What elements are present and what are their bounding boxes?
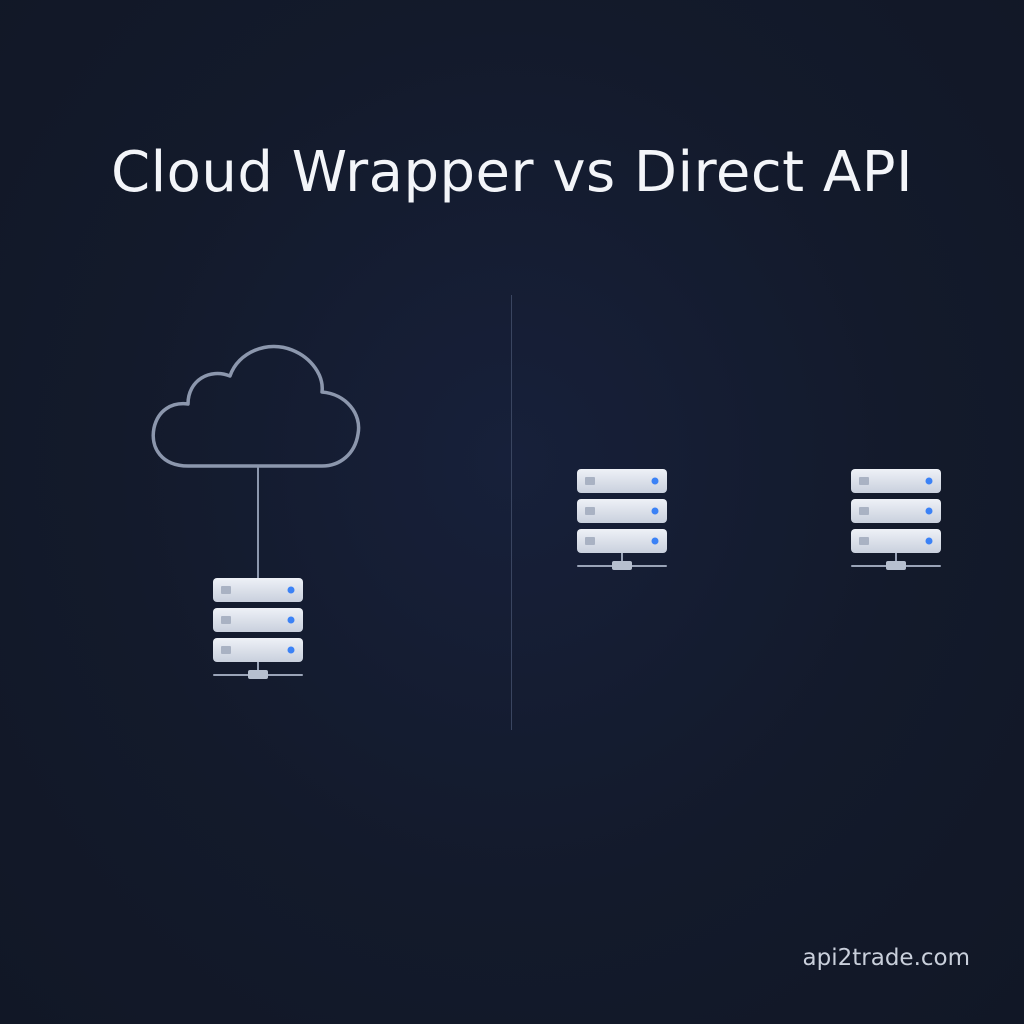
center-divider <box>511 295 512 730</box>
server-icon <box>577 469 667 570</box>
footer-brand: api2trade.com <box>802 945 970 971</box>
server-icon <box>213 578 303 679</box>
server-icon <box>851 469 941 570</box>
page-title: Cloud Wrapper vs Direct API <box>110 140 913 205</box>
cloud-icon <box>151 344 361 468</box>
